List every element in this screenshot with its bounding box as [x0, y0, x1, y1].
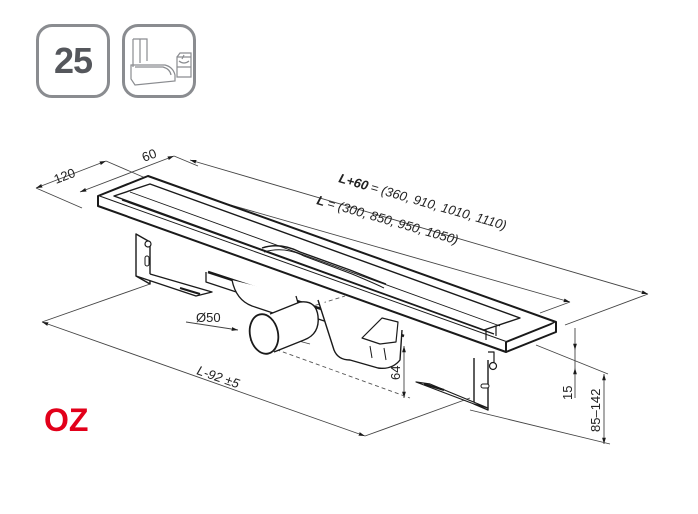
- category-number-badge: 25: [36, 24, 110, 98]
- frame-height-label: 15: [560, 386, 575, 400]
- bathtub-and-washbasin-icon: [130, 38, 192, 86]
- length-total-label: L+60: [337, 170, 371, 193]
- bracket-span-label: L-92 ±5: [195, 363, 242, 392]
- drain-channel: [97, 175, 557, 411]
- width-inner-label: 60: [140, 146, 159, 165]
- length-label: L: [315, 192, 327, 209]
- total-height-label: 85–142: [588, 389, 603, 432]
- application-badge: [122, 24, 196, 98]
- dimension-lines: [35, 155, 649, 445]
- category-number: 25: [53, 40, 93, 81]
- outlet-height-label: 64: [388, 366, 403, 380]
- width-outer-label: 120: [52, 165, 78, 187]
- outlet-diameter-label: Ø50: [196, 310, 221, 325]
